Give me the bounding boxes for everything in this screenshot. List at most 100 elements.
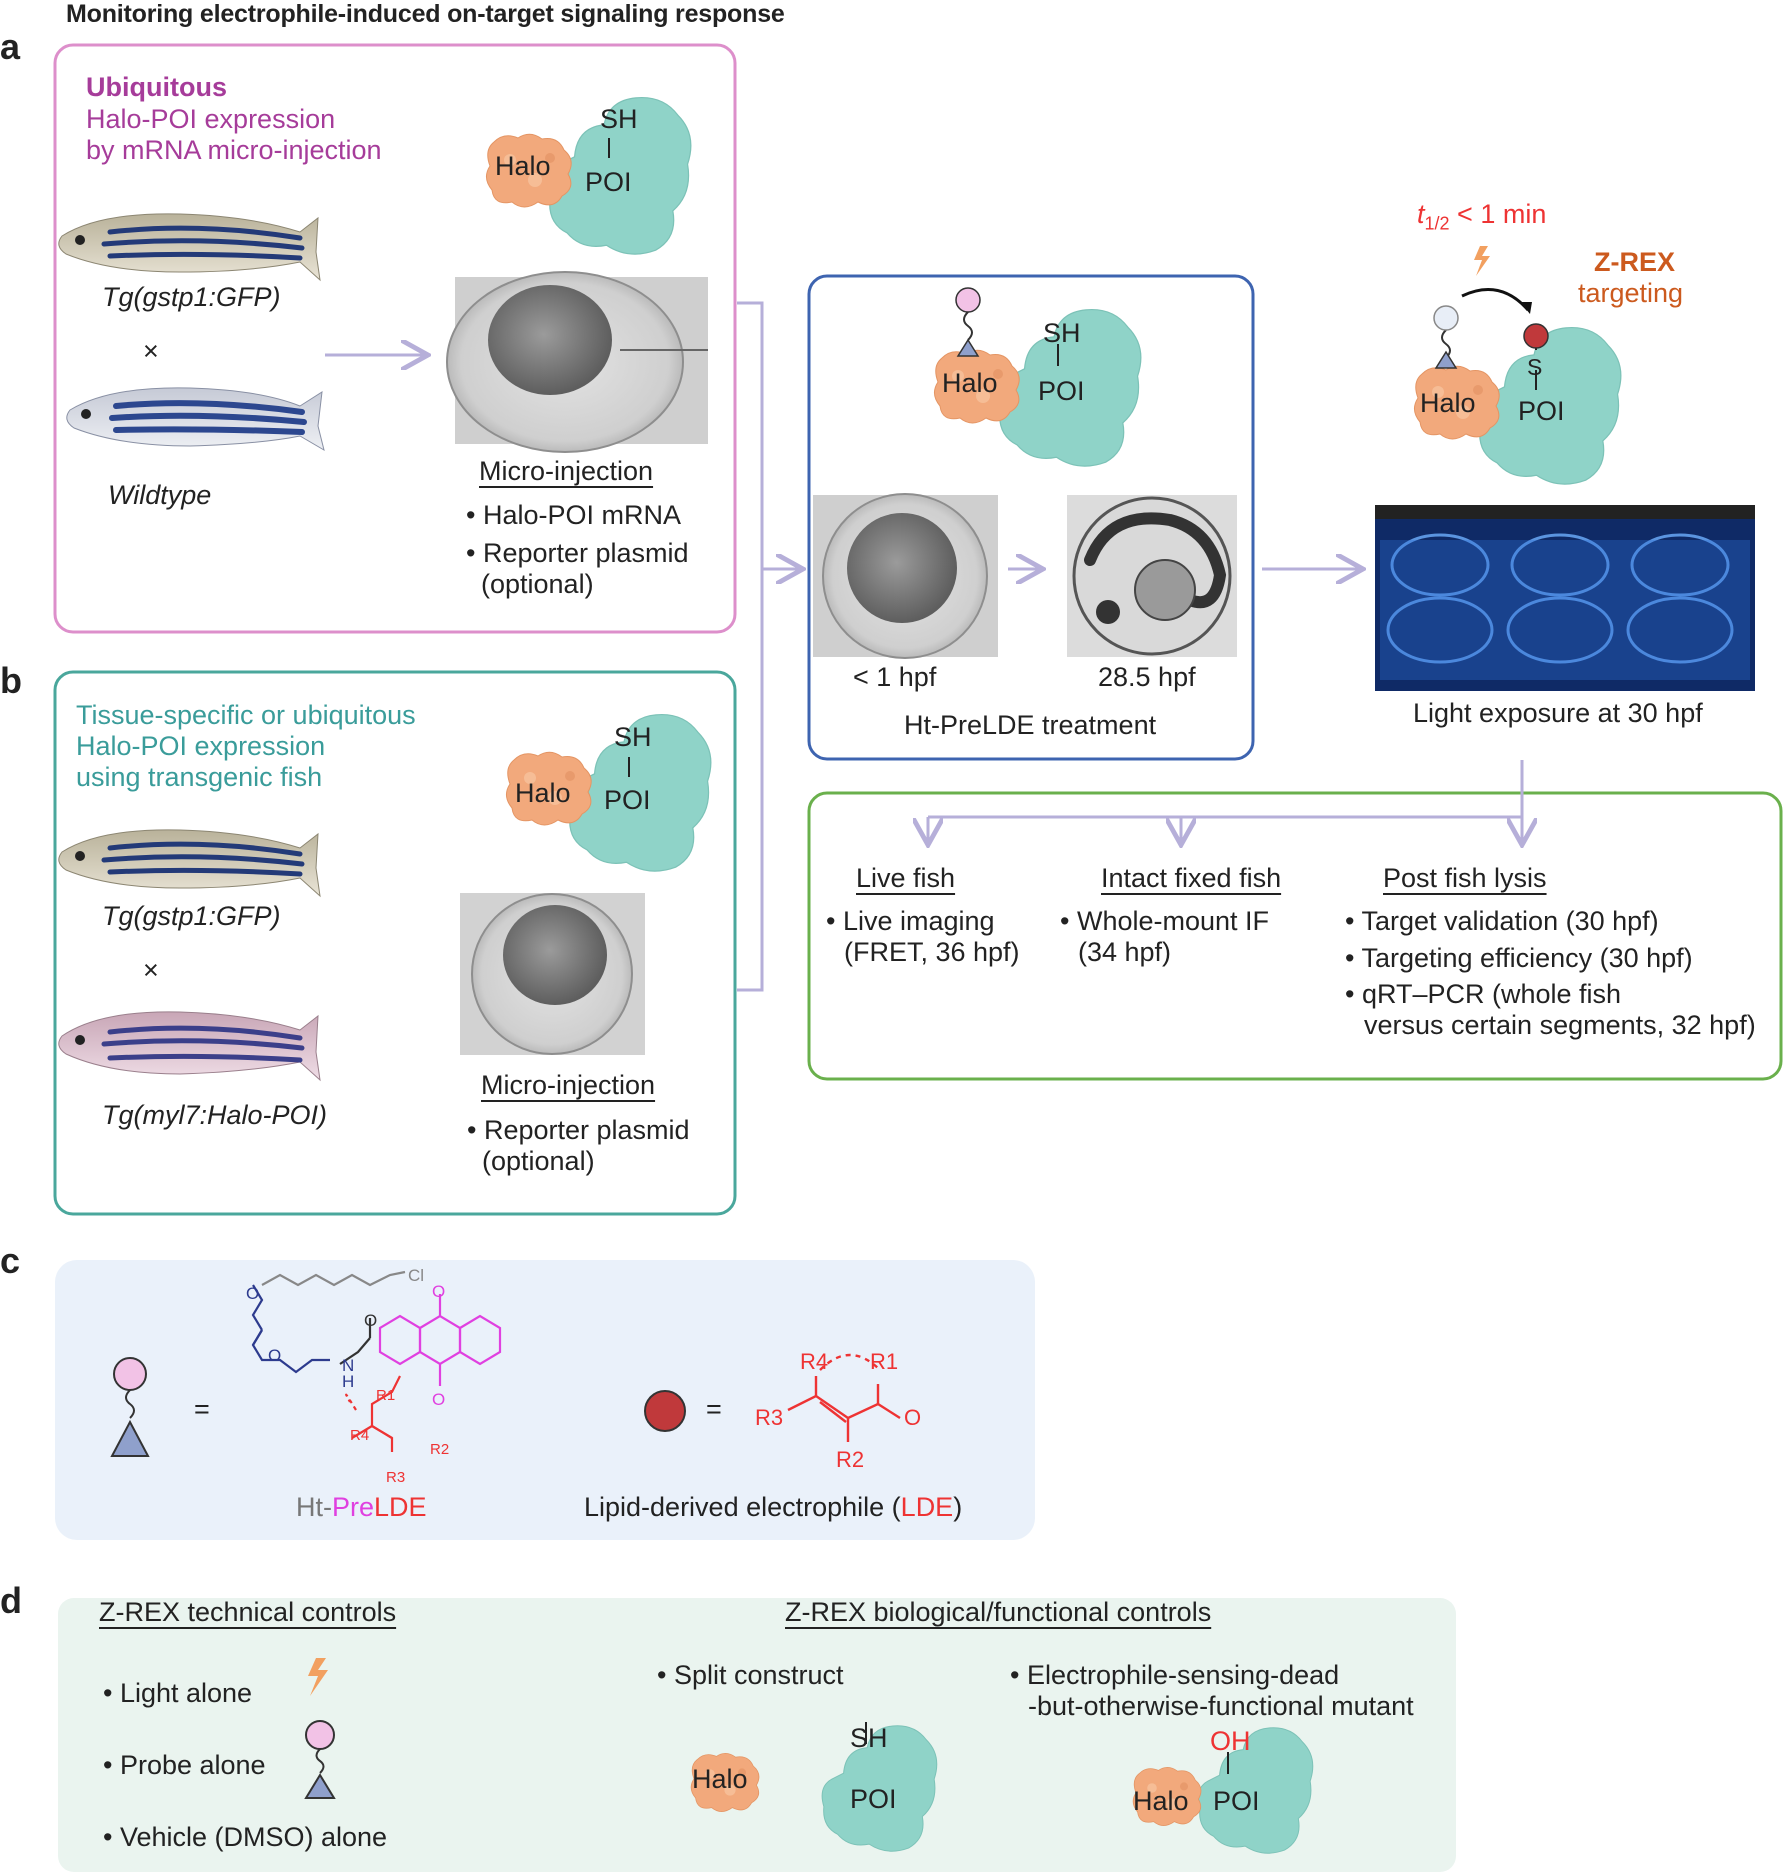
sh-label-a: SH [600,104,638,134]
atom-r2-pre: R2 [430,1441,450,1458]
sh-label-d: SH [850,1723,888,1753]
fixed-fish-title: Intact fixed fish [1101,863,1282,893]
electrophile-icon-c [644,1390,686,1432]
atom-r1-lde: R1 [870,1349,899,1374]
fish-label-myl7: Tg(myl7:Halo-POI) [102,1100,328,1130]
equals-2: = [706,1394,722,1424]
lightning-icon [1474,246,1490,276]
t-half-symbol: t [1417,199,1425,229]
label-285hpf: 28.5 hpf [1098,662,1196,692]
atom-r4-pre: R4 [350,1427,370,1444]
fish-gstp1-a [58,213,321,282]
fixed-bullet-2: (34 hpf) [1078,937,1172,967]
panel-c-box [55,1260,1035,1540]
label-1hpf: < 1 hpf [853,662,937,692]
zrex-subtitle: targeting [1578,278,1684,308]
atom-r2-lde: R2 [836,1447,865,1472]
ht-prelde-structure [251,1270,502,1452]
microinjection-title-a: Micro-injection [479,456,654,486]
fish-gstp1-b [58,829,321,898]
live-bullet-2: (FRET, 36 hpf) [844,937,1020,967]
fish-label-gstp1-a: Tg(gstp1:GFP) [102,282,281,312]
atom-o-3: O [364,1311,378,1330]
lde-caption-prefix: Lipid-derived electrophile ( [584,1492,901,1522]
lysis-title: Post fish lysis [1383,863,1547,893]
cross-b: × [143,955,159,985]
s-label-zrex: S [1527,354,1543,380]
figure-title: Monitoring electrophile-induced on-targe… [66,0,785,28]
probe-icon-c [110,1357,150,1457]
live-bullet-1: • Live imaging [826,906,995,936]
fish-myl7-b [58,1011,321,1082]
light-caption: Light exposure at 30 hpf [1413,698,1703,728]
embryo-photo-285hpf [1067,495,1237,657]
panel-label-c: c [0,1240,21,1281]
embryo-photo-b [460,893,645,1055]
panel-label-a: a [0,26,21,67]
readout-branches [928,760,1522,842]
mutant-label-2: -but-otherwise-functional mutant [1028,1691,1414,1721]
construct-treatment [933,287,1142,467]
atom-o-lde: O [904,1405,922,1430]
atom-r4-lde: R4 [800,1349,829,1374]
lysis-bullet-1: • Target validation (30 hpf) [1345,906,1659,936]
light-icon-d [308,1658,328,1696]
construct-b [505,713,712,872]
panel-b-heading-1: Tissue-specific or ubiquitous [76,700,416,730]
atom-r3-lde: R3 [755,1405,784,1430]
treatment-caption: Ht-PreLDE treatment [904,710,1157,740]
halo-label-split: Halo [692,1764,748,1794]
ht-pre: Pre [332,1492,375,1522]
mutant-construct-d [1132,1727,1314,1854]
bullet-b-1: • Reporter plasmid [467,1115,690,1145]
panel-a-heading-bold: Ubiquitous [86,72,227,102]
panel-b-box [53,670,737,1216]
panel-b-heading-3: using transgenic fish [76,762,323,792]
panel-a-box [53,43,737,634]
panel-label-b: b [0,660,22,701]
microinjection-title-b: Micro-injection [481,1070,656,1100]
split-construct-label: • Split construct [657,1660,844,1690]
ht-prefix: Ht- [296,1492,332,1522]
bullet-a-3: (optional) [481,569,594,599]
fish-label-gstp1-b: Tg(gstp1:GFP) [102,901,281,931]
zrex-title: Z-REX [1594,247,1675,277]
ht-prelde-label: Ht-PreLDE [296,1492,427,1523]
fixed-bullet-1: • Whole-mount IF [1060,906,1270,936]
lysis-bullet-4: versus certain segments, 32 hpf) [1364,1010,1756,1040]
equals-1: = [194,1394,210,1424]
fish-label-wildtype: Wildtype [108,480,212,510]
bullet-a-2: • Reporter plasmid [466,538,689,568]
construct-a [485,96,692,255]
atom-r1-pre: R1 [376,1387,396,1404]
poi-label-mutant: POI [1213,1786,1260,1816]
live-fish-title: Live fish [856,863,956,893]
atom-h: H [342,1372,355,1391]
t-half-value: < 1 min [1449,199,1547,229]
halo-label-b: Halo [515,778,571,808]
lde-structure [787,1353,901,1442]
embryo-photo-1hpf [813,493,998,659]
mutant-label-1: • Electrophile-sensing-dead [1010,1660,1340,1690]
panel-a-heading-3: by mRNA micro-injection [86,135,382,165]
lde-caption-lde: LDE [900,1492,954,1522]
treatment-box [807,274,1255,761]
poi-label-a: POI [585,167,632,197]
atom-cl: Cl [408,1266,425,1285]
bullet-a-1: • Halo-POI mRNA [466,500,681,530]
atom-o-5: O [432,1390,446,1409]
sh-label-treatment: SH [1043,318,1081,348]
probe-icon-d [304,1720,336,1799]
halo-label-mutant: Halo [1133,1786,1189,1816]
light-exposure-photo [1375,505,1755,691]
fish-wildtype-a [66,387,325,452]
lde-caption-suffix: ) [953,1492,963,1522]
tech-controls-title: Z-REX technical controls [99,1597,397,1627]
atom-o-2: O [268,1346,282,1365]
t-half-sub: 1/2 [1424,213,1450,234]
ht-lde: LDE [374,1492,427,1522]
embryo-photo-a [446,271,708,453]
panel-a-heading-2: Halo-POI expression [86,104,336,134]
construct-zrex [1413,246,1622,485]
